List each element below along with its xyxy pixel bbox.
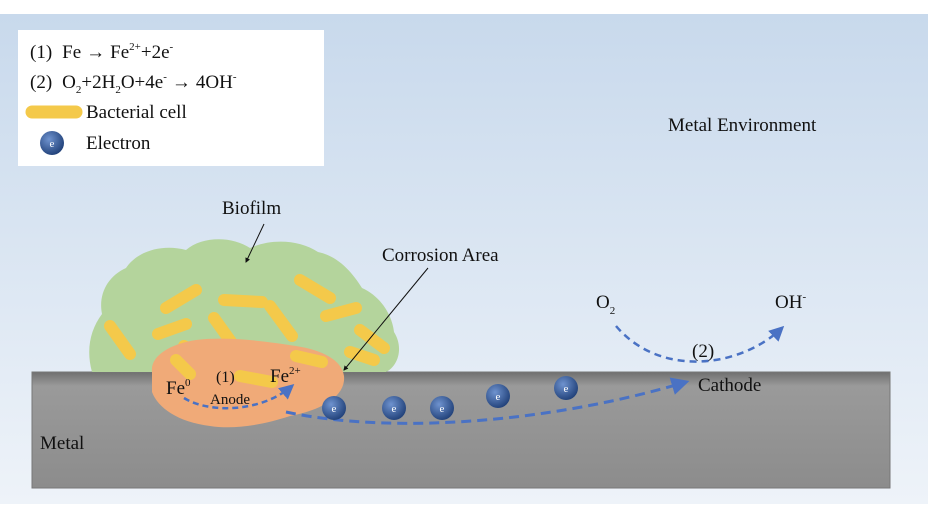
metal-label: Metal <box>40 433 84 454</box>
svg-text:e: e <box>392 403 397 415</box>
svg-text:e: e <box>564 383 569 395</box>
svg-text:e: e <box>496 391 501 403</box>
bacterial-cell <box>152 318 192 340</box>
cathode-step-label: (2) <box>692 341 714 362</box>
corrosion-pointer <box>343 267 429 371</box>
electron-icon: e <box>430 396 454 420</box>
svg-text:e: e <box>440 403 445 415</box>
electron-icon: e <box>382 396 406 420</box>
legend-electron-label: Electron <box>86 133 151 154</box>
legend: (1)Fe→Fe2++2e- (2)O2+2H2O+4e-→4OH- Bacte… <box>18 30 324 166</box>
o2-label: O2 <box>596 292 615 317</box>
cathode-reaction-arrow <box>615 325 785 363</box>
bacterial-cell <box>160 284 202 314</box>
biofilm-pointer <box>245 223 265 263</box>
cathode-label: Cathode <box>698 375 761 396</box>
legend-bacterial-cell-label: Bacterial cell <box>86 102 187 123</box>
electron-icon: e <box>322 396 346 420</box>
legend-reaction-2: (2)O2+2H2O+4e-→4OH- <box>30 71 237 96</box>
svg-text:e: e <box>332 403 337 415</box>
electron-row: e e e e e <box>322 376 578 420</box>
environment-label: Metal Environment <box>668 115 817 136</box>
oh-label: OH- <box>775 291 806 313</box>
bacterial-cell <box>344 346 380 366</box>
bacterial-cell <box>218 294 268 308</box>
legend-electron-icon: e <box>40 131 64 155</box>
bacterial-cell <box>294 274 336 304</box>
legend-reaction-1: (1)Fe→Fe2++2e- <box>30 41 174 63</box>
anode-step-label: (1) <box>216 369 235 386</box>
fe2-label: Fe2+ <box>270 365 301 387</box>
bacterial-cell <box>290 350 328 368</box>
svg-text:e: e <box>50 138 55 150</box>
bacterial-cell <box>320 302 362 322</box>
corrosion-area-label: Corrosion Area <box>382 245 499 266</box>
bacterial-cell <box>234 370 278 388</box>
electron-icon: e <box>486 384 510 408</box>
bacteria-on-pit <box>170 350 328 388</box>
fe0-label: Fe0 <box>166 377 191 399</box>
electron-icon: e <box>554 376 578 400</box>
bacterial-cell <box>264 300 298 342</box>
bacterial-cell <box>354 324 390 354</box>
bacterial-cell <box>104 320 136 360</box>
anode-reaction-arrow <box>183 384 295 410</box>
legend-box <box>18 30 324 166</box>
biofilm-label: Biofilm <box>222 198 281 219</box>
anode-label: Anode <box>210 392 250 408</box>
bacterial-cell <box>170 354 196 380</box>
